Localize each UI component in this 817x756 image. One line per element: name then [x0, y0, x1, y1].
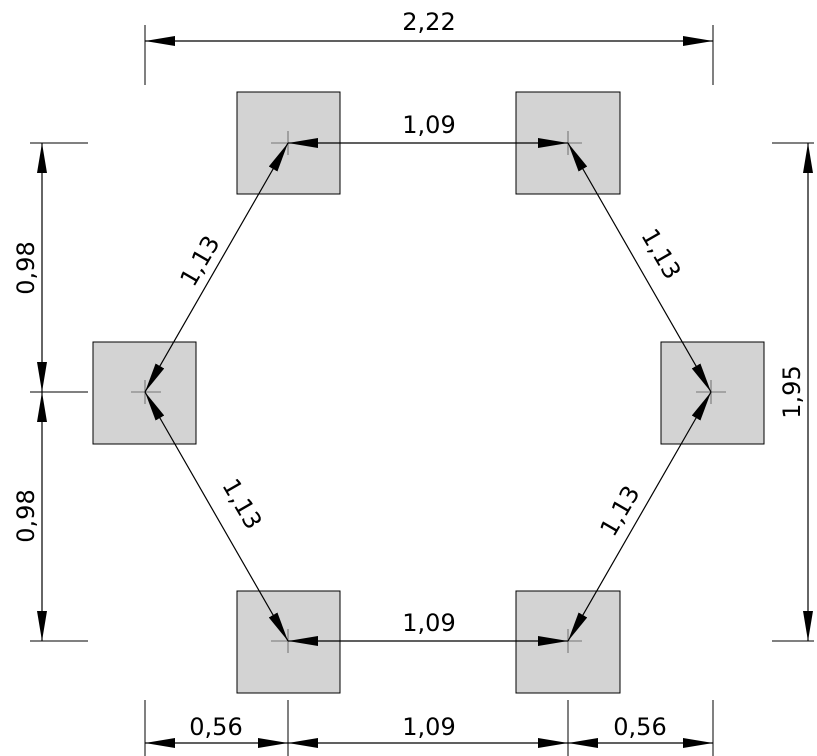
- pad-bottom-left: [236, 590, 341, 694]
- center-marks: [131, 131, 726, 653]
- label-overall-height: 1,95: [778, 365, 806, 418]
- label-left-upper: 0,98: [12, 241, 40, 294]
- label-lower-left-diagonal: 1,13: [216, 474, 267, 534]
- label-bottom-middle: 1,09: [402, 713, 455, 741]
- label-upper-right-diagonal: 1,13: [635, 224, 686, 284]
- label-bottom-right-offset: 0,56: [613, 713, 666, 741]
- label-upper-left-diagonal: 1,13: [175, 231, 226, 291]
- extension-lines: [30, 25, 814, 756]
- dim-line-upper-left-diagonal: [144, 142, 289, 393]
- dimension-labels: 2,22 1,09 1,09 1,13 1,13 1,13 1,13 0,98 …: [12, 8, 806, 741]
- pads: [92, 91, 765, 694]
- label-lower-right-diagonal: 1,13: [595, 481, 646, 541]
- dimension-lines: [37, 36, 813, 748]
- dim-line-upper-right-diagonal: [567, 142, 712, 393]
- label-top-spacing: 1,09: [402, 111, 455, 139]
- label-overall-width: 2,22: [402, 8, 455, 36]
- dim-line-lower-right-diagonal: [567, 391, 712, 642]
- label-left-lower: 0,98: [12, 489, 40, 542]
- label-bottom-left-offset: 0,56: [189, 713, 242, 741]
- dim-line-lower-left-diagonal: [144, 391, 289, 642]
- pad-middle-left: [92, 341, 197, 445]
- label-bottom-spacing: 1,09: [402, 609, 455, 637]
- pad-middle-right: [660, 341, 765, 445]
